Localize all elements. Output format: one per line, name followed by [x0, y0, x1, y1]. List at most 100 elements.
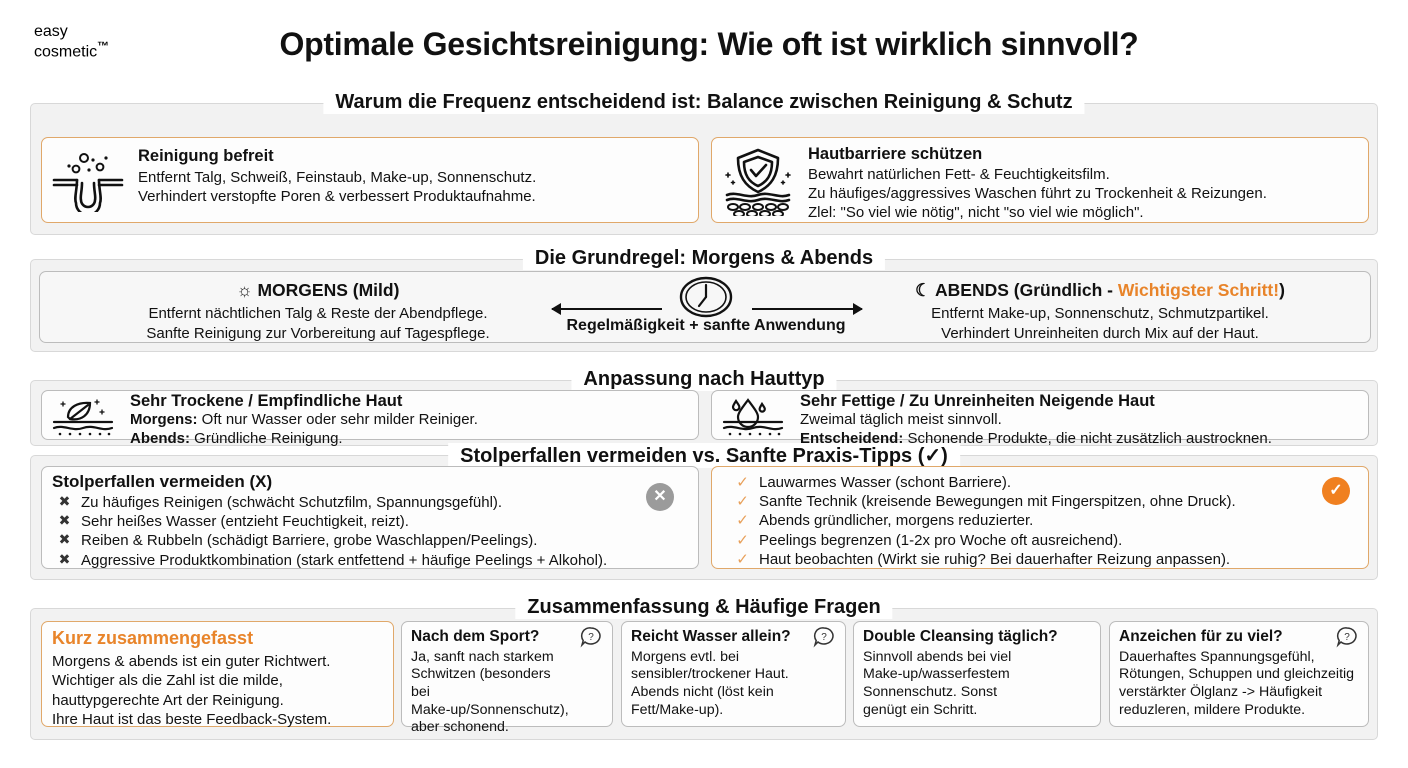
- faq-question: Anzeichen für zu viel?: [1119, 628, 1283, 645]
- abends-heading-highlight: Wichtigster Schritt!: [1117, 280, 1280, 300]
- section-4-title: Stolperfallen vermeiden vs. Sanfte Praxi…: [448, 443, 960, 468]
- card-stolperfallen: Stolperfallen vermeiden (X) ✕ ✖Zu häufig…: [41, 466, 699, 569]
- check-mark-icon: ✓: [736, 474, 749, 491]
- x-badge: ✕: [646, 483, 674, 511]
- svg-text:?: ?: [821, 632, 827, 643]
- card-4-line-1: Zweimal täglich meist sinnvoll.: [800, 411, 1272, 430]
- brand-line-1: easy: [34, 23, 68, 40]
- faq-question: Nach dem Sport?: [411, 628, 540, 645]
- abends-block: ☾ ABENDS (Gründlich - Wichtigster Schrit…: [840, 280, 1360, 343]
- abends-heading-suffix: ): [1279, 280, 1285, 300]
- brand-logo: easy cosmetic™: [34, 24, 109, 60]
- praxis-tipps-list: ✓Lauwarmes Wasser (schont Barriere). ✓Sa…: [734, 473, 1236, 569]
- list-item: ✖ Sehr heißes Wasser (entzieht Feuchtigke…: [56, 512, 607, 531]
- svg-text:?: ?: [1344, 632, 1350, 643]
- section-1-title: Warum die Frequenz entscheidend ist: Bal…: [323, 91, 1085, 114]
- faq-card-reicht-wasser: Reicht Wasser allein? Morgens evtl. bei …: [621, 621, 846, 727]
- section-grundregel: Die Grundregel: Morgens & Abends ☼ MORGE…: [30, 247, 1378, 352]
- x-mark-icon: ✖: [58, 493, 71, 509]
- check-badge: ✓: [1322, 477, 1350, 505]
- arrow-left-icon: [551, 303, 662, 315]
- card-2-line-3: Zlel: "So viel wie nötig", nicht "so vie…: [808, 203, 1144, 221]
- faq-card-anzeichen-zu-viel: Anzeichen für zu viel? Dauerhaftes Spann…: [1109, 621, 1369, 727]
- card-3-line-2: Abends: Gründliche Reinigung.: [130, 430, 478, 449]
- card-3-line-1-label: Morgens:: [130, 410, 198, 428]
- abends-heading-prefix: ABENDS (Gründlich -: [935, 280, 1118, 300]
- faq-question: Double Cleansing täglich?: [863, 628, 1058, 645]
- section-2-title: Die Grundregel: Morgens & Abends: [522, 247, 886, 270]
- trademark-symbol: ™: [97, 39, 110, 53]
- clock-block: [670, 276, 742, 323]
- summary-line-2: Wichtiger als die Zahl ist die milde,: [52, 672, 283, 690]
- card-3-heading: Sehr Trockene / Empfindliche Haut: [130, 392, 403, 410]
- list-item-text: Abends gründlicher, morgens reduzierter.: [759, 512, 1034, 530]
- list-item-text: Aggressive Produktkombination (stark ent…: [81, 551, 608, 569]
- list-item: ✖ Reiben & Rubbeln (schädigt Barriere, gr…: [56, 531, 607, 550]
- section-stolperfallen-tipps: Stolperfallen vermeiden vs. Sanfte Praxi…: [30, 443, 1378, 580]
- faq-answer-line: sensibler/trockener Haut.: [631, 666, 789, 683]
- question-bubble-icon: ?: [580, 626, 602, 654]
- x-mark-icon: ✖: [58, 550, 71, 567]
- leaf-skin-icon: [48, 396, 118, 438]
- card-4-line-2: Entscheidend: Schonende Produkte, die ni…: [800, 430, 1272, 449]
- card-1-line-1: Entfernt Talg, Schweiß, Feinstaub, Make-…: [138, 168, 537, 186]
- morgens-block: ☼ MORGENS (Mild) Entfernt nächtlichen Ta…: [58, 280, 578, 343]
- abends-line-2: Verhindert Unreinheiten durch Mix auf de…: [941, 324, 1259, 342]
- list-item: ✓Abends gründlicher, morgens reduzierter…: [734, 511, 1236, 530]
- faq-answer-line: Sonnenschutz. Sonst: [863, 684, 998, 701]
- card-4-heading: Sehr Fettige / Zu Unreinheiten Neigende …: [800, 392, 1155, 410]
- list-item: ✓Haut beobachten (Wirkt sie ruhig? Bei d…: [734, 550, 1236, 569]
- header: easy cosmetic™ Optimale Gesichtsreinigun…: [0, 0, 1408, 92]
- page-title: Optimale Gesichtsreinigung: Wie oft ist …: [279, 26, 1139, 62]
- faq-card-double-cleansing: Double Cleansing täglich? Sinnvoll abend…: [853, 621, 1101, 727]
- faq-answer-line: Schwitzen (besonders bei: [411, 666, 551, 701]
- question-bubble-icon: ?: [813, 626, 835, 654]
- card-1-line-2: Verhindert verstopfte Poren & verbessert…: [138, 187, 536, 205]
- faq-answer-line: verstärkter Ölglanz -> Häufigkeit: [1119, 684, 1323, 701]
- card-praxis-tipps: ✓ ✓ Lauwarmes Wasser (schont Barriere). ✓…: [711, 466, 1369, 569]
- abends-line-1: Entfernt Make-up, Sonnenschutz, Schmutzp…: [931, 305, 1269, 322]
- section-3-title: Anpassung nach Hauttyp: [571, 368, 837, 391]
- summary-line-3: hauttypgerechte Art der Reinigung.: [52, 691, 284, 709]
- arrow-right-icon: [752, 303, 863, 315]
- card-fettige-haut: Sehr Fettige / Zu Unreinheiten Neigende …: [711, 390, 1369, 447]
- section-zusammenfassung-faq: Zusammenfassung & Häufige Fragen Kurz zu…: [30, 596, 1378, 740]
- card-3-line-2-text: Gründliche Reinigung.: [190, 429, 343, 447]
- list-item: ✖ Aggressive Produktkombination (stark en…: [56, 550, 608, 570]
- faq-answer-line: aber schonend.: [411, 719, 509, 736]
- list-item-text: Reiben & Rubbeln (schädigt Barriere, gro…: [81, 532, 538, 550]
- summary-line-4: Ihre Haut ist das beste Feedback-System.: [52, 711, 332, 729]
- list-item-text: Peelings begrenzen (1-2x pro Woche oft a…: [759, 531, 1123, 549]
- question-bubble-icon: ?: [1336, 626, 1358, 654]
- section-5-title: Zusammenfassung & Häufige Fragen: [515, 596, 893, 619]
- card-3-line-2-label: Abends:: [130, 429, 190, 447]
- list-item-text: Sehr heißes Wasser (entzieht Feuchtigkei…: [81, 513, 409, 531]
- x-mark-icon: ✖: [58, 512, 71, 529]
- card-trockene-haut: Sehr Trockene / Empfindliche Haut Morgen…: [41, 390, 699, 447]
- faq-answer-line: Ja, sanft nach starkem: [411, 648, 554, 665]
- morgens-heading: ☼ MORGENS (Mild): [58, 280, 578, 301]
- grundregel-card: ☼ MORGENS (Mild) Entfernt nächtlichen Ta…: [39, 271, 1371, 343]
- summary-heading: Kurz zusammengefasst: [52, 628, 254, 648]
- list-item-text: Haut beobachten (Wirkt sie ruhig? Bei da…: [759, 550, 1231, 568]
- card-4-line-2-text: Schonende Produkte, die nicht zusätzlich…: [903, 429, 1272, 447]
- list-item-text: Lauwarmes Wasser (schont Barriere).: [759, 474, 1012, 491]
- faq-answer-line: genügt ein Schritt.: [863, 701, 978, 718]
- check-mark-icon: ✓: [736, 493, 749, 511]
- svg-text:?: ?: [588, 632, 594, 643]
- grundregel-caption: Regelmäßigkeit + sanfte Anwendung: [566, 317, 846, 334]
- abends-heading: ☾ ABENDS (Gründlich - Wichtigster Schrit…: [840, 280, 1360, 301]
- moon-icon: ☾: [915, 280, 931, 300]
- clock-icon: [677, 276, 735, 322]
- x-mark-icon: ✖: [58, 531, 71, 548]
- card-hautbarriere-schuetzen: Hautbarriere schützen Bewahrt natürliche…: [711, 137, 1369, 223]
- faq-answer-line: Make-up/wasserfestem: [863, 666, 1010, 683]
- card-2-heading: Hautbarriere schützen: [808, 145, 983, 163]
- card-2-line-2: Zu häufiges/aggressives Waschen führt zu…: [808, 184, 1267, 202]
- skin-barrier-shield-icon: [720, 144, 796, 218]
- oil-drop-skin-icon: [718, 396, 788, 438]
- morgens-heading-text: MORGENS (Mild): [257, 280, 400, 300]
- stolperfallen-heading: Stolperfallen vermeiden (X): [52, 472, 273, 491]
- grundregel-caption-block: Regelmäßigkeit + sanfte Anwendung: [488, 317, 924, 335]
- faq-answer-line: Rötungen, Schuppen und gleichzeitig: [1119, 666, 1355, 683]
